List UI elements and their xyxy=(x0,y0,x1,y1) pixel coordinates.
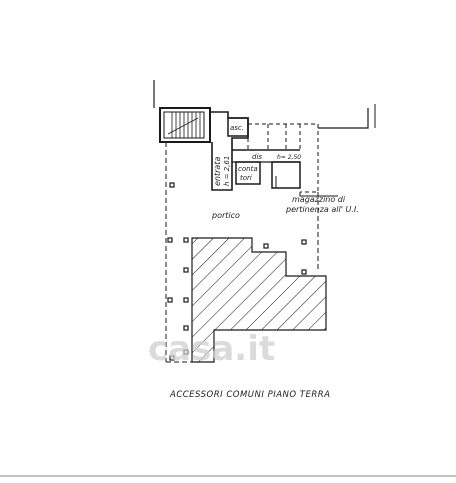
stair-treads xyxy=(171,112,201,138)
label-contatori-2: tori xyxy=(240,174,252,182)
label-portico: portico xyxy=(211,211,240,220)
hatched-footprint xyxy=(191,237,327,363)
label-contatori-1: conta xyxy=(238,165,258,173)
watermark: casa.it xyxy=(148,329,275,369)
storeroom xyxy=(271,161,301,189)
label-magazzino-2: pertinenza all' U.I. xyxy=(285,205,359,214)
stair-block xyxy=(159,107,211,143)
storage-leader-line xyxy=(299,192,338,197)
plan-caption: ACCESSORI COMUNI PIANO TERRA xyxy=(169,390,330,400)
label-height-entrance: h = 2,61 xyxy=(223,156,231,186)
meter-room xyxy=(235,161,261,185)
label-magazzino-1: magazzino di xyxy=(292,195,346,204)
label-height-storage: h= 2,50 xyxy=(277,154,301,161)
label-asc: asc. xyxy=(230,124,244,132)
wall-right-corner xyxy=(318,108,369,129)
label-dis: dis xyxy=(252,153,262,161)
stair-arrow xyxy=(167,117,199,135)
label-entrata: entrata xyxy=(213,157,222,186)
columns xyxy=(167,182,307,361)
